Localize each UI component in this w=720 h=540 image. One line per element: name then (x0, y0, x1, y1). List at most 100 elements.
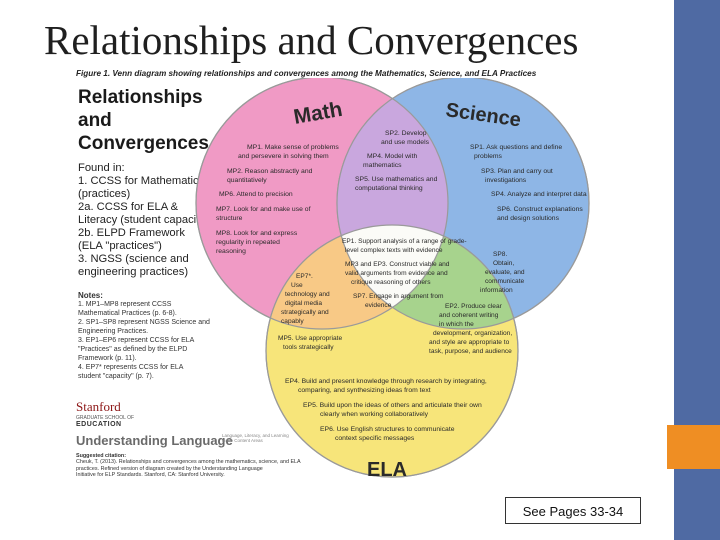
stanford-logo: Stanford GRADUATE SCHOOL OF EDUCATION (76, 399, 134, 428)
figure-caption: Figure 1. Venn diagram showing relations… (76, 69, 537, 78)
ep-line: comparing, and synthesizing ideas from t… (298, 387, 431, 394)
mp-line: MP6. Attend to precision (219, 191, 293, 198)
center-line: critique reasoning of others (351, 279, 431, 286)
found-in-line: Found in: (78, 162, 125, 174)
note-line: Mathematical Practices (p. 6-8). (78, 310, 177, 317)
overlap-line: in which the (439, 321, 474, 328)
found-in-line: 2a. CCSS for ELA & (78, 201, 179, 213)
math-science-text: SP2. Develop and use models MP4. Model w… (355, 130, 438, 192)
note-line: 1. MP1–MP8 represent CCSS (78, 301, 172, 308)
overlap-line: MP4. Model with (367, 153, 417, 160)
center-line: level complex texts with evidence (345, 247, 443, 254)
stanford-education: EDUCATION (76, 421, 122, 428)
center-line: EP1. Support analysis of a range of grad… (342, 238, 467, 245)
understanding-language-sub: Language, Literacy, and Learning in the … (222, 433, 289, 443)
sp-line: investigations (485, 177, 527, 184)
overlap-line: EP2. Produce clear (445, 303, 503, 310)
overlap-line: strategically and (281, 309, 329, 316)
citation-line: Suggested citation: (76, 453, 127, 459)
mp-line: regularity in repeated (216, 239, 280, 246)
note-line: 2. SP1–SP8 represent NGSS Science and (78, 319, 210, 326)
all-three-text: EP1. Support analysis of a range of grad… (342, 238, 467, 309)
overlap-line: development, organization, (433, 330, 512, 337)
sp-line: and design solutions (497, 215, 560, 222)
overlap-line: Use (291, 282, 303, 289)
note-line: "Practices" as defined by the ELPD (78, 346, 188, 353)
overlap-line: technology and (285, 291, 330, 298)
found-in-line: 2b. ELPD Framework (78, 227, 185, 239)
venn-diagram: Math Science ELA MP1. Make sense of prob… (195, 78, 590, 481)
math-ela-text: EP7*. Use technology and digital media s… (278, 273, 342, 351)
mp-line: reasoning (216, 248, 246, 255)
overlap-line: capably (281, 318, 304, 325)
overlap-line: evaluate, and (485, 269, 525, 276)
overlap-line: computational thinking (355, 185, 423, 192)
citation-line: Initiative for ELP Standards. Stanford, … (76, 472, 225, 479)
center-line: valid arguments from evidence and (345, 270, 448, 277)
stanford-sub: GRADUATE SCHOOL OF (76, 415, 135, 421)
ep-line: context specific messages (335, 435, 415, 442)
sp-line: problems (474, 153, 503, 160)
understanding-language-logo: Understanding Language (76, 433, 233, 448)
science-ela-overlap (337, 225, 518, 329)
stanford-name: Stanford (76, 399, 121, 414)
note-line: student "capacity" (p. 7). (78, 373, 154, 380)
note-line: 4. EP7* represents CCSS for ELA (78, 364, 184, 371)
center-line: SP7. Engage in argument from (353, 293, 444, 300)
overlap-line: and style are appropriate to (429, 339, 510, 346)
mp-line: MP8. Look for and express (216, 230, 298, 237)
note-line: 3. EP1–EP6 represent CCSS for ELA (78, 337, 195, 344)
ep-line: EP4. Build and present knowledge through… (285, 378, 487, 385)
ul-sub-line: Language, Literacy, and Learning (222, 433, 289, 438)
overlap-line: SP2. Develop (385, 130, 427, 137)
center-line: MP3 and EP3. Construct viable and (345, 261, 450, 268)
ela-only-text: EP4. Build and present knowledge through… (285, 378, 487, 442)
citation-line: Cheuk, T. (2013). Relationships and conv… (76, 459, 301, 466)
figure-title-line: Convergences (78, 133, 209, 154)
math-only-text: MP1. Make sense of problems and persever… (216, 144, 339, 255)
math-ela-overlap (266, 225, 448, 329)
citation-line: practices. Refined version of diagram cr… (76, 465, 263, 472)
found-in-list: Found in: 1. CCSS for Mathematics (pract… (78, 162, 218, 279)
sp-line: SP4. Analyze and interpret data (491, 191, 587, 198)
figure-title: Relationships and Convergences (78, 86, 209, 155)
notes-title: Notes: (78, 291, 103, 300)
note-line: Engineering Practices. (78, 328, 149, 335)
found-in-line: engineering practices) (78, 266, 189, 278)
sp-line: SP3. Plan and carry out (481, 168, 553, 175)
ep-line: EP6. Use English structures to communica… (320, 426, 455, 433)
overlap-line: digital media (285, 300, 322, 307)
overlap-line: Obtain, (493, 260, 514, 267)
overlap-line: SP8. (493, 251, 507, 258)
mp-line: MP1. Make sense of problems (247, 144, 339, 151)
mp-line: MP2. Reason abstractly and (227, 168, 313, 175)
overlap-line: communicate (485, 278, 525, 285)
overlap-line: SP5. Use mathematics and (355, 176, 438, 183)
overlap-line: information (480, 287, 513, 294)
ela-label: ELA (367, 459, 407, 481)
found-in-line: Literacy (student capacity) (78, 214, 209, 226)
sp-line: SP1. Ask questions and define (470, 144, 562, 151)
see-pages-box: See Pages 33-34 (505, 497, 641, 524)
venn-figure: Figure 1. Venn diagram showing relations… (70, 66, 623, 498)
citation: Suggested citation: Cheuk, T. (2013). Re… (76, 453, 346, 479)
found-in-line: 1. CCSS for Mathematics (78, 175, 205, 187)
ul-sub-line: in the Content Areas (222, 438, 263, 443)
overlap-line: and coherent writing (439, 312, 499, 319)
center-line: evidence (365, 302, 392, 309)
figure-title-line: and (78, 110, 112, 131)
figure-title-line: Relationships (78, 87, 203, 108)
found-in-line: (ELA "practices") (78, 240, 162, 252)
notes: Notes: 1. MP1–MP8 represent CCSS Mathema… (78, 291, 228, 381)
science-ela-text: SP8. Obtain, evaluate, and communicate i… (429, 251, 525, 355)
slide-title: Relationships and Convergences (44, 17, 579, 63)
overlap-line: EP7*. (296, 273, 313, 280)
mp-line: quantitatively (227, 177, 267, 184)
side-band-divider (667, 0, 674, 540)
overlap-line: task, purpose, and audience (429, 348, 512, 355)
mp-line: and persevere in solving them (238, 153, 329, 160)
found-in-line: (practices) (78, 188, 131, 200)
side-band-accent (667, 425, 720, 469)
sp-line: SP6. Construct explanations (497, 206, 583, 213)
overlap-line: mathematics (363, 162, 402, 169)
